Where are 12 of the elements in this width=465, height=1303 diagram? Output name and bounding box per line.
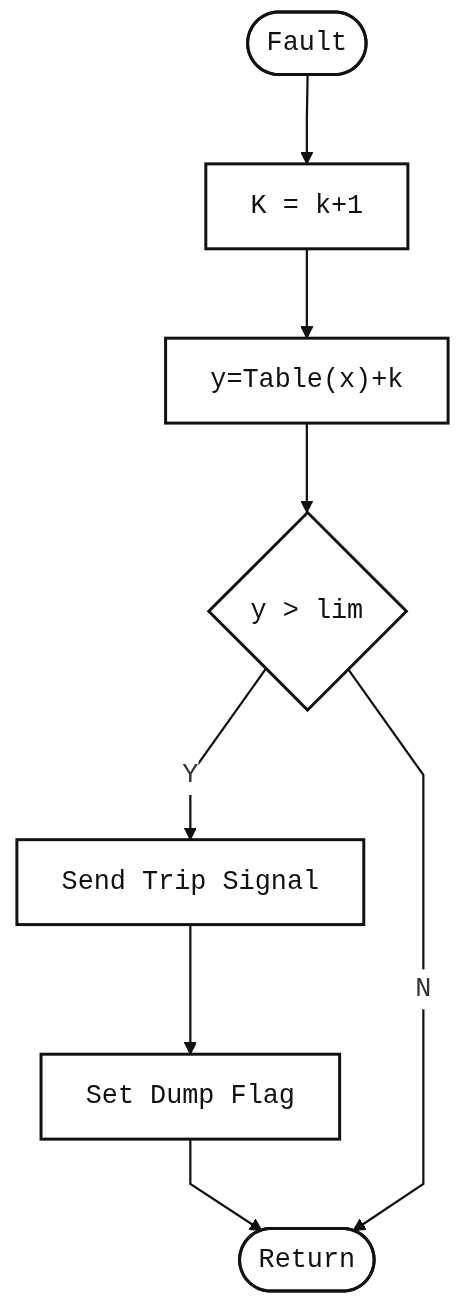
arrow [300, 423, 314, 514]
arrow [189, 1139, 263, 1232]
edge-label: N [415, 973, 432, 1004]
node-box: y=Table(x)+k [164, 336, 450, 425]
arrow [183, 924, 197, 1055]
edge-label: Y [182, 759, 199, 790]
node-box: Set Dump Flag [39, 1052, 342, 1141]
node-box: K = k+1 [204, 162, 410, 251]
arrow [347, 668, 425, 1232]
node-box: Send Trip Signal [15, 838, 366, 927]
node-diamond: y > lim [206, 510, 409, 713]
arrow [300, 248, 314, 339]
